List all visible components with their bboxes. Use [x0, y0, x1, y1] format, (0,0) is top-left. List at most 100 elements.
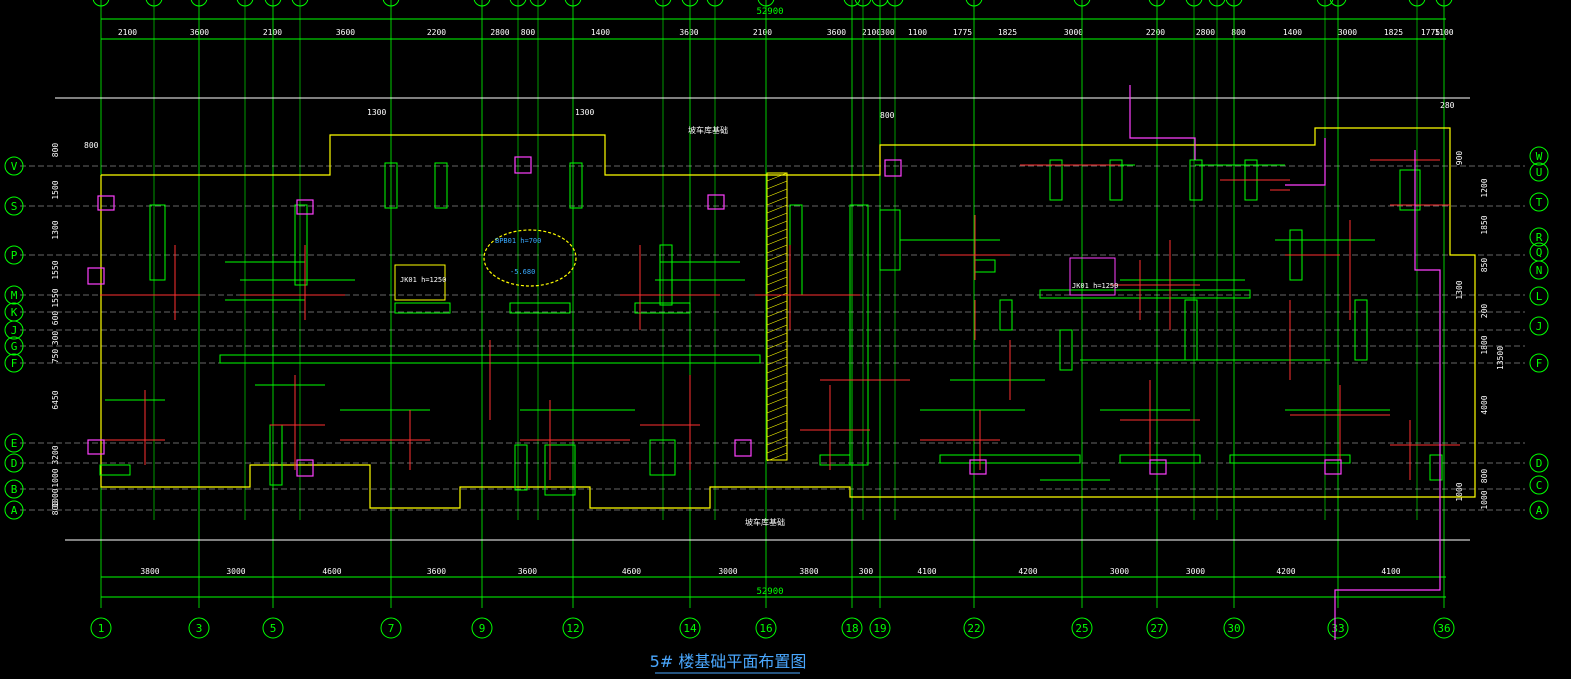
- axis-label-Q: Q: [1536, 246, 1543, 259]
- hatch-line: [766, 388, 788, 398]
- axis-bubble-22[interactable]: [963, 617, 985, 639]
- wall-segment: [99, 464, 131, 476]
- right-dim-label: 1000: [1480, 490, 1489, 509]
- axis-label-C: C: [1536, 479, 1543, 492]
- axis-bubble-F[interactable]: [1529, 353, 1549, 373]
- wall-segment: [434, 162, 448, 209]
- axis-label-F: F: [11, 357, 18, 370]
- axis-bubble-E[interactable]: [4, 433, 24, 453]
- axis-bubble-9[interactable]: [471, 617, 493, 639]
- hatch-line: [766, 412, 788, 422]
- hatch-line: [766, 180, 788, 190]
- axis-bubble-G[interactable]: [4, 336, 24, 356]
- axis-label-12: 12: [566, 622, 579, 635]
- wall-segment: [1189, 159, 1203, 201]
- axis-bubble-16[interactable]: [755, 617, 777, 639]
- axis-bubble-1[interactable]: [90, 617, 112, 639]
- axis-label-J: J: [11, 324, 18, 337]
- axis-bubble-33[interactable]: [1327, 617, 1349, 639]
- cloud-level: -5.680: [510, 268, 535, 276]
- axis-bubble-A[interactable]: [1529, 500, 1549, 520]
- wall-segment: [939, 454, 1081, 464]
- axis-bubble-12[interactable]: [562, 617, 584, 639]
- bottom-dim-label: 4100: [917, 567, 936, 576]
- axis-label-33: 33: [1331, 622, 1344, 635]
- axis-bubble-top: [965, 0, 983, 7]
- axis-bubble-B[interactable]: [4, 479, 24, 499]
- axis-bubble-3[interactable]: [188, 617, 210, 639]
- revision-cloud: BPB01 h=700 -5.680: [483, 229, 577, 287]
- axis-label-E: E: [11, 437, 18, 450]
- wall-segment: [1039, 289, 1251, 299]
- bottom-dim-label: 3000: [226, 567, 245, 576]
- wall-segment: [1399, 169, 1421, 211]
- right-dim-label: 1300: [1455, 280, 1464, 299]
- axis-bubble-top: [1435, 0, 1453, 7]
- right-dim-label: 800: [1480, 469, 1489, 484]
- axis-bubble-J[interactable]: [4, 320, 24, 340]
- axis-bubble-W[interactable]: [1529, 146, 1549, 166]
- hatch-line: [766, 372, 788, 382]
- axis-bubble-7[interactable]: [380, 617, 402, 639]
- axis-bubble-30[interactable]: [1223, 617, 1245, 639]
- axis-bubble-36[interactable]: [1433, 617, 1455, 639]
- hatch-line: [766, 212, 788, 222]
- well-right: JK01 h=1250: [1069, 257, 1118, 296]
- axis-label-P: P: [11, 249, 18, 262]
- axis-label-R: R: [1536, 231, 1543, 244]
- axis-bubble-A[interactable]: [4, 500, 24, 520]
- axis-label-V: V: [11, 160, 18, 173]
- axis-bubble-S[interactable]: [4, 196, 24, 216]
- axis-bubble-top: [757, 0, 775, 7]
- bottom-dim-label: 3000: [1110, 567, 1129, 576]
- wall-segment: [384, 162, 398, 209]
- axis-bubble-M[interactable]: [4, 285, 24, 305]
- axis-bubble-C[interactable]: [1529, 475, 1549, 495]
- left-dim-label: 1000: [51, 488, 60, 507]
- axis-bubble-D[interactable]: [4, 453, 24, 473]
- hatch-line: [766, 228, 788, 238]
- axis-bubble-U[interactable]: [1529, 162, 1549, 182]
- axis-bubble-25[interactable]: [1071, 617, 1093, 639]
- axis-bubble-top: [236, 0, 254, 7]
- axis-bubble-V[interactable]: [4, 156, 24, 176]
- axis-bubble-R[interactable]: [1529, 227, 1549, 247]
- hatch-line: [766, 396, 788, 406]
- axis-bubble-27[interactable]: [1146, 617, 1168, 639]
- axis-bubble-J[interactable]: [1529, 316, 1549, 336]
- right-dim-label: 13500: [1496, 346, 1505, 370]
- axis-bubble-N[interactable]: [1529, 260, 1549, 280]
- axis-bubble-P[interactable]: [4, 245, 24, 265]
- axis-bubble-T[interactable]: [1529, 192, 1549, 212]
- axis-bubble-F[interactable]: [4, 353, 24, 373]
- top-dim-label: 3000: [1338, 28, 1357, 37]
- top-dim-label: 3600: [827, 28, 846, 37]
- hatch-line: [766, 404, 788, 414]
- axis-bubble-14[interactable]: [679, 617, 701, 639]
- axis-label-30: 30: [1227, 622, 1240, 635]
- axis-bubble-D[interactable]: [1529, 453, 1549, 473]
- left-dim-label: 600: [51, 311, 60, 326]
- axis-label-F: F: [1536, 357, 1543, 370]
- axis-bubble-top: [1316, 0, 1334, 7]
- axis-bubble-5[interactable]: [262, 617, 284, 639]
- axis-bubble-19[interactable]: [869, 617, 891, 639]
- axis-label-5: 5: [270, 622, 277, 635]
- axis-label-36: 36: [1437, 622, 1450, 635]
- hatch-line: [766, 308, 788, 318]
- dim-1300-left: 1300: [367, 108, 386, 117]
- axis-bubble-L[interactable]: [1529, 286, 1549, 306]
- axis-bubble-top: [681, 0, 699, 7]
- wall-segment: [819, 454, 851, 466]
- wall-segment: [569, 162, 583, 209]
- hatch-line: [766, 356, 788, 366]
- axis-label-A: A: [1536, 504, 1543, 517]
- axis-label-18: 18: [845, 622, 858, 635]
- drawing-title: 5# 楼基础平面布置图: [650, 652, 807, 671]
- axis-bubble-top: [382, 0, 400, 7]
- axis-bubble-18[interactable]: [841, 617, 863, 639]
- right-dim-label: 900: [1455, 151, 1464, 166]
